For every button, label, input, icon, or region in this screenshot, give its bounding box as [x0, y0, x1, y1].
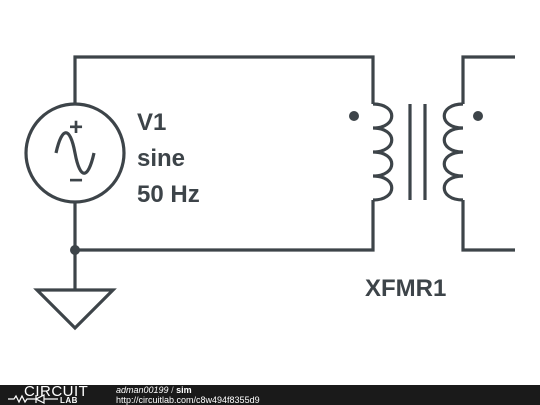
logo-wire-icon: [8, 394, 58, 404]
transformer-xfmr1: [349, 102, 483, 202]
circuitlab-logo[interactable]: CIRCUIT LAB: [6, 383, 98, 405]
source-type: sine: [137, 145, 185, 172]
circuit-url-link[interactable]: http://circuitlab.com/c8w494f8355d9: [116, 394, 260, 405]
secondary-bottom-wire: [461, 200, 515, 252]
source-circle: [24, 102, 126, 204]
logo-text-bottom: LAB: [60, 396, 78, 405]
circuit-name-link[interactable]: sim: [176, 385, 192, 395]
secondary-top-wire: [461, 55, 515, 104]
wires: [73, 55, 515, 290]
source-plus-sign: +: [69, 114, 83, 141]
sine-wave-icon: [54, 131, 96, 175]
footer-bar: CIRCUIT LAB adman00199 / sim http://circ…: [0, 383, 540, 405]
top-wire: [73, 55, 375, 104]
junction-dot: [70, 245, 80, 255]
primary-polarity-dot: [349, 111, 359, 121]
secondary-coil: [442, 102, 464, 202]
secondary-polarity-dot: [473, 111, 483, 121]
source-minus-sign: −: [69, 167, 83, 194]
transformer-designator: XFMR1: [365, 275, 446, 302]
bottom-wire: [73, 200, 375, 252]
source-frequency: 50 Hz: [137, 181, 200, 208]
source-designator: V1: [137, 109, 166, 136]
path-separator: /: [171, 385, 174, 395]
author-link[interactable]: adman00199: [116, 385, 169, 395]
primary-coil: [372, 102, 394, 202]
voltage-source-v1: + −: [24, 102, 126, 204]
schematic-canvas: + − V1 sine 50 Hz XFMR1: [24, 55, 515, 331]
ground-icon: [33, 288, 117, 331]
credits: adman00199 / sim http://circuitlab.com/c…: [116, 385, 260, 405]
logo-text-top: CIRCUIT: [24, 383, 89, 400]
